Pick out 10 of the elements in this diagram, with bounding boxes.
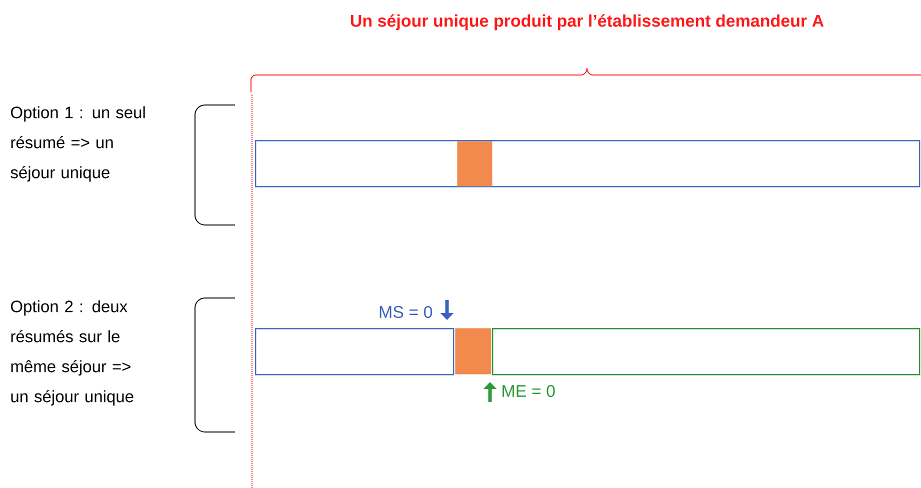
title: Un séjour unique produit par l’établissement demandeur A — [350, 14, 824, 30]
timeline-bar — [492, 328, 920, 376]
marker-label: ME = 0 — [502, 384, 555, 398]
marker-label: MS = 0 — [380, 306, 432, 318]
overlap-block — [457, 141, 492, 186]
option-label: Option 1 : un seul résumé => un séjour unique — [10, 106, 145, 182]
timeline-bar — [255, 140, 920, 188]
timeline-bar — [255, 328, 454, 376]
option-label: Option 2 : deux résumés sur le même séjour => un séjour unique — [10, 300, 134, 406]
overlap-block — [455, 328, 492, 374]
